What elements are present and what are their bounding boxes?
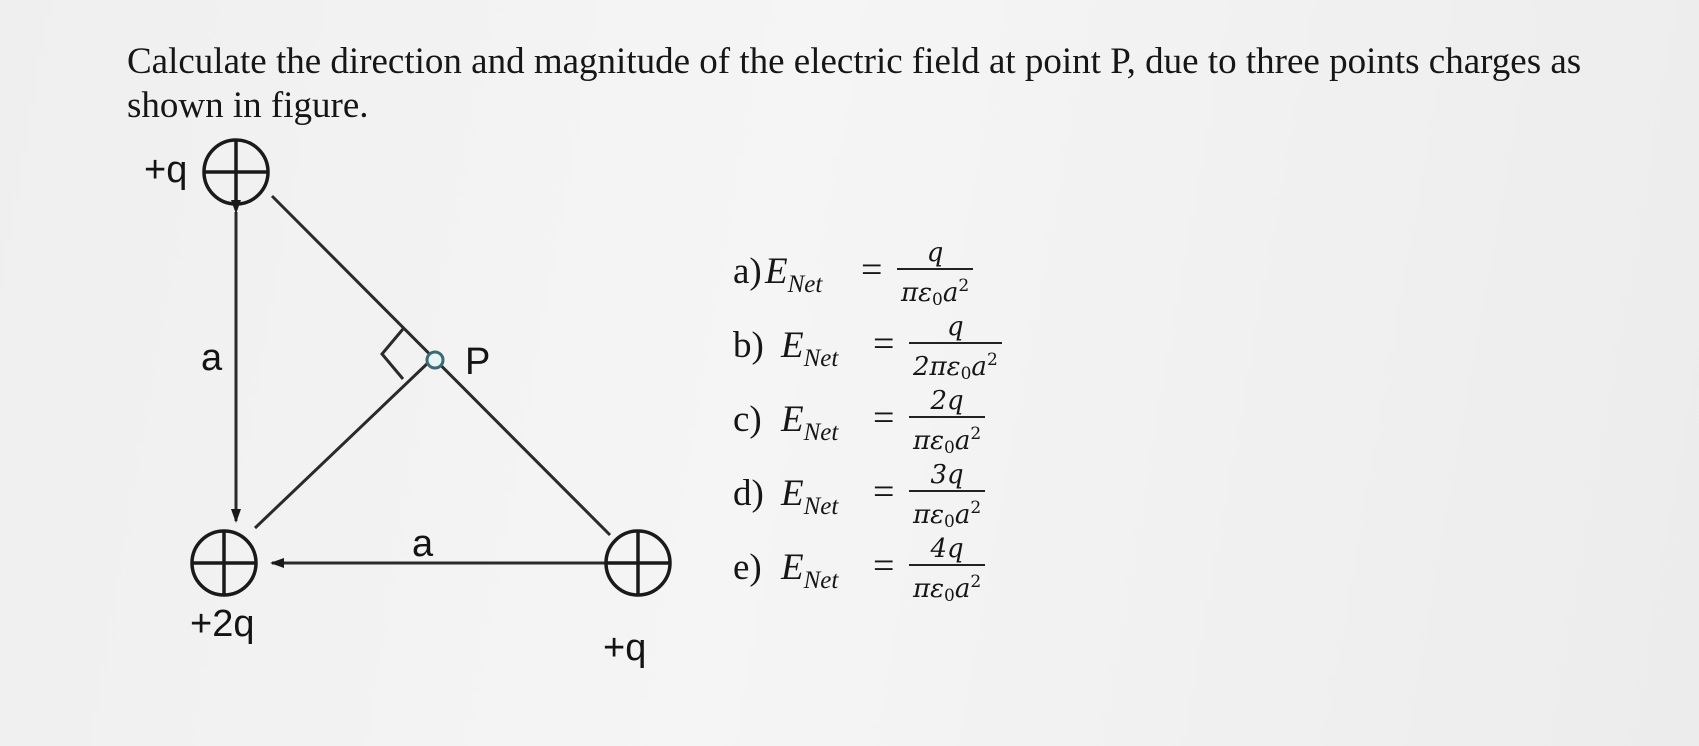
- option-letter: a): [733, 251, 762, 292]
- option-fraction: 2q πε0a2: [909, 386, 986, 464]
- option-letter: c): [733, 399, 762, 440]
- option-fraction: q 2πε0a2: [909, 312, 1002, 390]
- top-charge: [202, 138, 270, 206]
- option-lhs: ENet: [781, 325, 839, 372]
- right-angle-mark: [380, 328, 405, 380]
- top-charge-label: +q: [144, 149, 187, 191]
- question-text: Calculate the direction and magnitude of…: [127, 41, 1582, 126]
- option-fraction: 4q πε0a2: [909, 534, 986, 612]
- option-lhs: ENet: [781, 547, 839, 594]
- bottom-right-charge-label: +q: [603, 627, 646, 669]
- numerator: 4q: [930, 534, 964, 564]
- numerator: q: [947, 312, 964, 342]
- denominator: πε0a2: [913, 498, 982, 532]
- equals-sign: =: [861, 249, 883, 291]
- fraction-bar: [909, 416, 986, 418]
- denominator: πε0a2: [901, 276, 970, 310]
- triangle-figure: +q +2q +q a a P: [144, 138, 672, 669]
- fraction-bar: [909, 490, 986, 492]
- option-fraction: 3q πε0a2: [909, 460, 986, 538]
- fraction-bar: [897, 268, 974, 270]
- perpendicular-line: [253, 358, 433, 530]
- option-lhs: ENet: [765, 251, 823, 298]
- option-lhs: ENet: [781, 399, 839, 446]
- option-letter: b): [733, 325, 764, 366]
- denominator: πε0a2: [913, 572, 982, 606]
- fraction-bar: [909, 564, 986, 566]
- option-lhs: ENet: [781, 473, 839, 520]
- option-letter: e): [733, 547, 762, 588]
- bottom-right-charge: [604, 529, 672, 597]
- numerator: q: [926, 238, 944, 268]
- vertical-side-label: a: [201, 337, 223, 379]
- option-fraction: q πε0a2: [897, 238, 974, 316]
- equals-sign: =: [873, 397, 895, 439]
- option-letter: d): [733, 473, 764, 514]
- bottom-left-charge-label: +2q: [190, 603, 254, 645]
- bottom-left-charge: [190, 529, 258, 597]
- denominator: πε0a2: [913, 424, 982, 458]
- fraction-bar: [909, 342, 1002, 344]
- point-p-label: P: [465, 341, 490, 383]
- equals-sign: =: [873, 323, 895, 365]
- denominator: 2πε0a2: [913, 350, 998, 384]
- numerator: 3q: [930, 460, 964, 490]
- horizontal-side-label: a: [412, 523, 434, 565]
- equals-sign: =: [873, 545, 895, 587]
- point-p-marker: [425, 350, 445, 370]
- numerator: 2q: [930, 386, 964, 416]
- equals-sign: =: [873, 471, 895, 513]
